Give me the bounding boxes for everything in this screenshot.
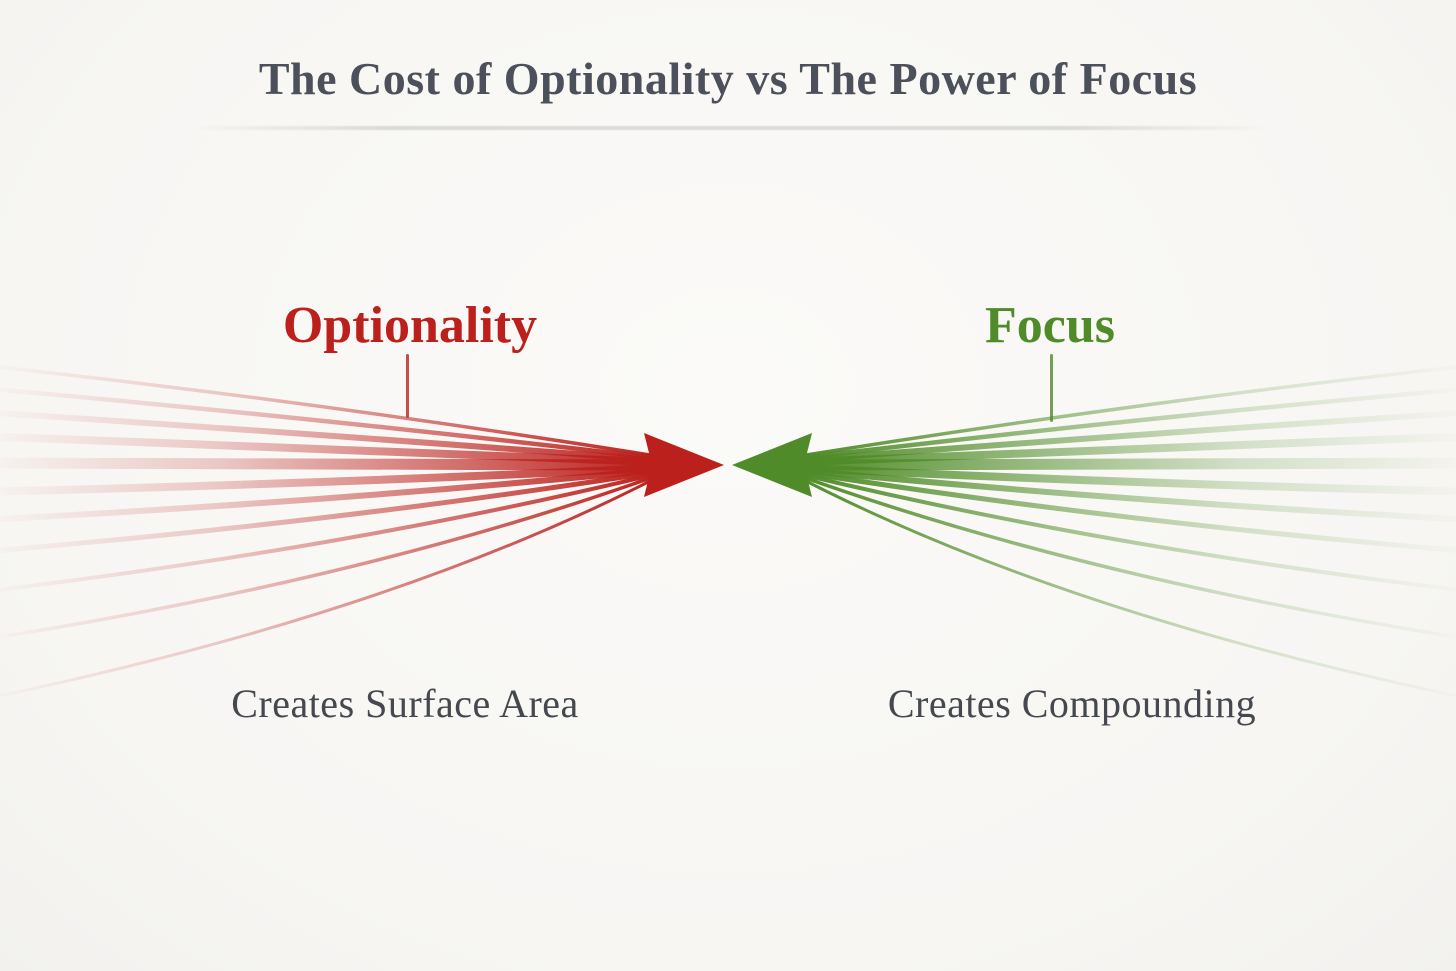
fan-line: [0, 432, 660, 466]
focus-fan: [794, 365, 1456, 698]
fan-line: [0, 387, 659, 461]
fan-line: [796, 464, 1456, 496]
fan-line: [797, 467, 1456, 522]
fan-line: [797, 410, 1456, 463]
fan-line: [0, 365, 658, 458]
fan-line: [0, 457, 662, 471]
fan-line: [0, 474, 658, 639]
fan-line: [0, 467, 659, 522]
fan-line: [798, 476, 1456, 698]
fan-line: [798, 474, 1456, 639]
fan-line: [798, 472, 1456, 592]
focus-label: Focus: [985, 297, 1115, 354]
optionality-pointer-line: [406, 354, 409, 418]
fan-line: [0, 464, 660, 496]
fan-line: [797, 387, 1456, 461]
fan-line: [796, 432, 1456, 466]
focus-arrowhead: [732, 433, 812, 497]
fan-line: [794, 457, 1456, 471]
optionality-arrowhead: [644, 433, 724, 497]
fan-line: [0, 469, 659, 553]
title-divider: [190, 126, 1270, 130]
optionality-fan: [0, 365, 662, 698]
caption-focus: Creates Compounding: [887, 681, 1257, 726]
fan-line: [0, 476, 658, 698]
page-title: The Cost of Optionality vs The Power of …: [258, 53, 1198, 104]
fan-line: [797, 469, 1456, 553]
fan-line: [0, 472, 658, 592]
fan-line: [0, 410, 659, 463]
fan-line: [798, 365, 1456, 458]
focus-pointer-line: [1050, 354, 1053, 422]
optionality-label: Optionality: [282, 297, 538, 354]
caption-optionality: Creates Surface Area: [231, 681, 579, 726]
